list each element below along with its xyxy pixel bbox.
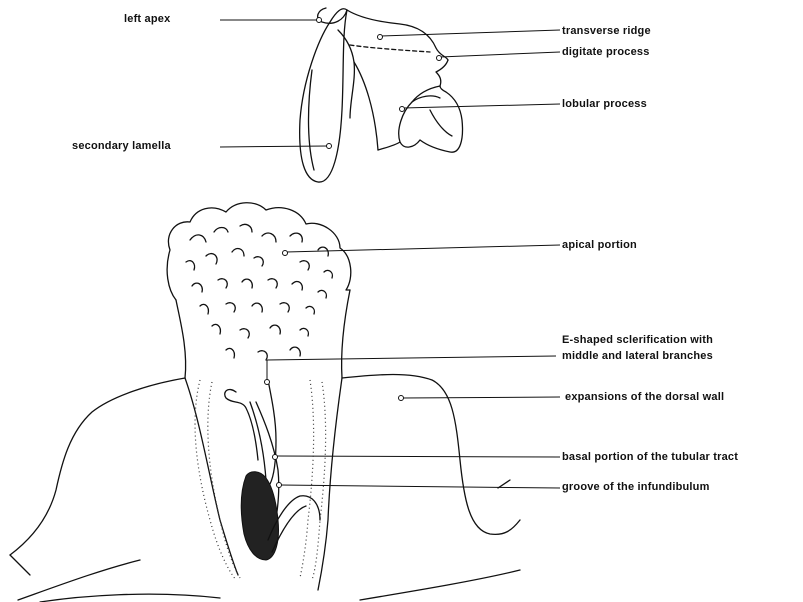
leader-lines	[220, 20, 560, 488]
apical-texture	[186, 224, 332, 360]
label-expansions-dorsal-wall: expansions of the dorsal wall	[565, 390, 724, 404]
label-digitate-process: digitate process	[562, 45, 650, 59]
label-lobular-process: lobular process	[562, 97, 647, 111]
label-e-shaped-sclerification: E-shaped sclerification with	[562, 333, 713, 347]
label-transverse-ridge: transverse ridge	[562, 24, 651, 38]
label-groove-infundibulum: groove of the infundibulum	[562, 480, 710, 494]
label-apical-portion: apical portion	[562, 238, 637, 252]
label-secondary-lamella: secondary lamella	[72, 139, 171, 153]
label-basal-portion-tubular-tract: basal portion of the tubular tract	[562, 450, 738, 464]
lower-structure-drawing	[10, 203, 520, 602]
label-left-apex: left apex	[124, 12, 170, 26]
label-e-shaped-branches: middle and lateral branches	[562, 349, 713, 363]
